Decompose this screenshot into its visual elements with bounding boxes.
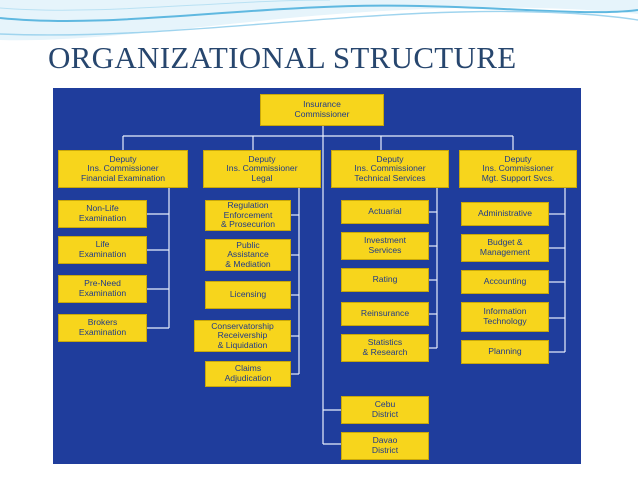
org-chart: Insurance Commissioner Deputy Ins. Commi…: [53, 88, 581, 464]
header-swoosh-decoration: [0, 0, 638, 41]
org-chart-connectors: [122, 126, 566, 445]
unit-rating: Rating: [341, 268, 429, 292]
unit-conservatorship: Conservatorship Receivership & Liquidati…: [194, 320, 291, 352]
unit-brokers-examination: Brokers Examination: [58, 314, 147, 342]
unit-statistics-research: Statistics & Research: [341, 334, 429, 362]
unit-claims-adjudication: Claims Adjudication: [205, 361, 291, 387]
unit-accounting: Accounting: [461, 270, 549, 294]
unit-administrative: Administrative: [461, 202, 549, 226]
davao-district-box: Davao District: [341, 432, 429, 460]
unit-planning: Planning: [461, 340, 549, 364]
deputy-technical-services-box: Deputy Ins. Commissioner Technical Servi…: [331, 150, 449, 188]
unit-public-assistance: Public Assistance & Mediation: [205, 239, 291, 271]
unit-regulation-enforcement: Regulation Enforcement & Prosecurion: [205, 200, 291, 231]
cebu-district-box: Cebu District: [341, 396, 429, 424]
unit-licensing: Licensing: [205, 281, 291, 309]
insurance-commissioner-box: Insurance Commissioner: [260, 94, 384, 126]
slide-title: ORGANIZATIONAL STRUCTURE: [48, 40, 517, 75]
unit-investment-services: Investment Services: [341, 232, 429, 260]
deputy-mgt-support-box: Deputy Ins. Commissioner Mgt. Support Sv…: [459, 150, 577, 188]
unit-information-technology: Information Technology: [461, 302, 549, 332]
unit-non-life-examination: Non-Life Examination: [58, 200, 147, 228]
unit-life-examination: Life Examination: [58, 236, 147, 264]
unit-pre-need-examination: Pre-Need Examination: [58, 275, 147, 303]
unit-reinsurance: Reinsurance: [341, 302, 429, 326]
unit-budget-management: Budget & Management: [461, 234, 549, 262]
deputy-legal-box: Deputy Ins. Commissioner Legal: [203, 150, 321, 188]
unit-actuarial: Actuarial: [341, 200, 429, 224]
deputy-financial-examination-box: Deputy Ins. Commissioner Financial Exami…: [58, 150, 188, 188]
